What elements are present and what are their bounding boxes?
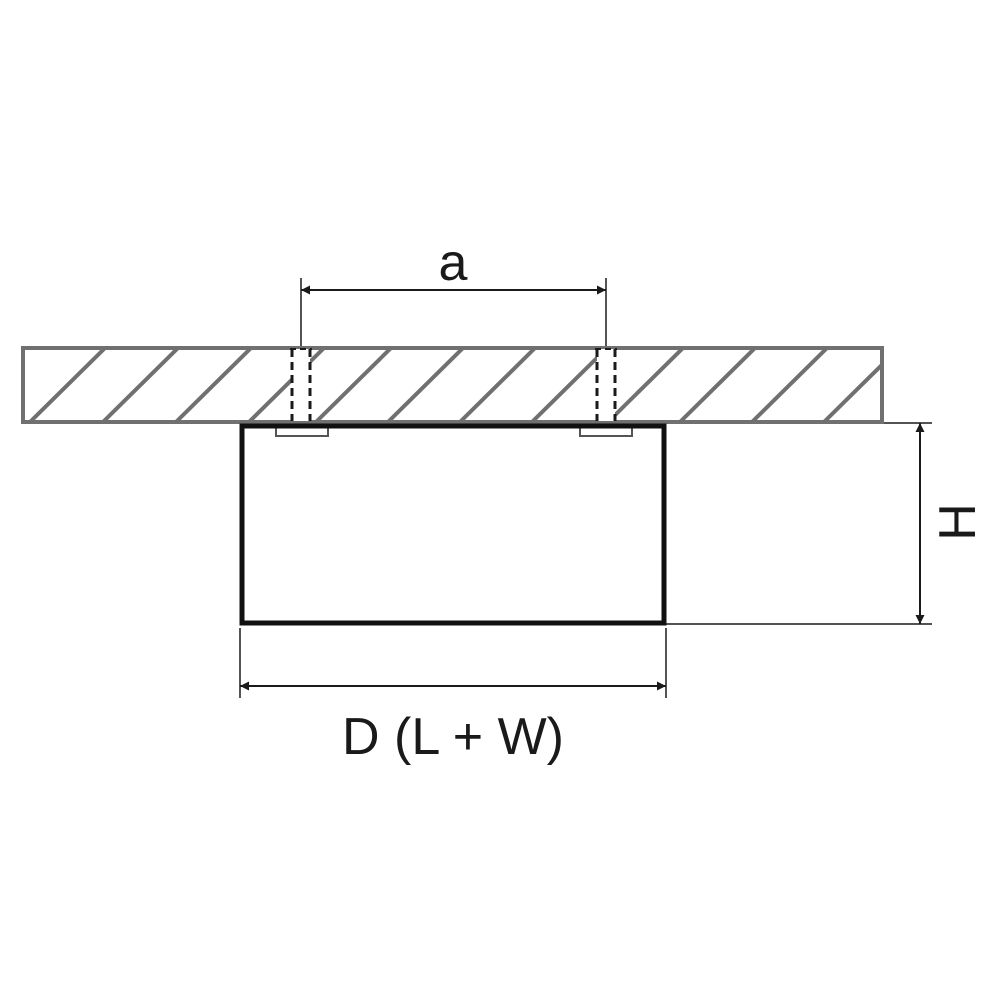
dimension-d: D (L + W) <box>239 628 667 766</box>
dimension-h-label: H <box>929 503 987 541</box>
fixture-body <box>239 423 667 626</box>
dimension-a-label: a <box>439 234 468 292</box>
ceiling-outline <box>21 346 884 424</box>
ceiling-slab <box>21 346 884 424</box>
dimension-a: a <box>300 234 607 346</box>
dimension-h: H <box>666 422 987 625</box>
dimension-d-label: D (L + W) <box>342 708 564 766</box>
ceiling-hatching <box>28 348 882 422</box>
